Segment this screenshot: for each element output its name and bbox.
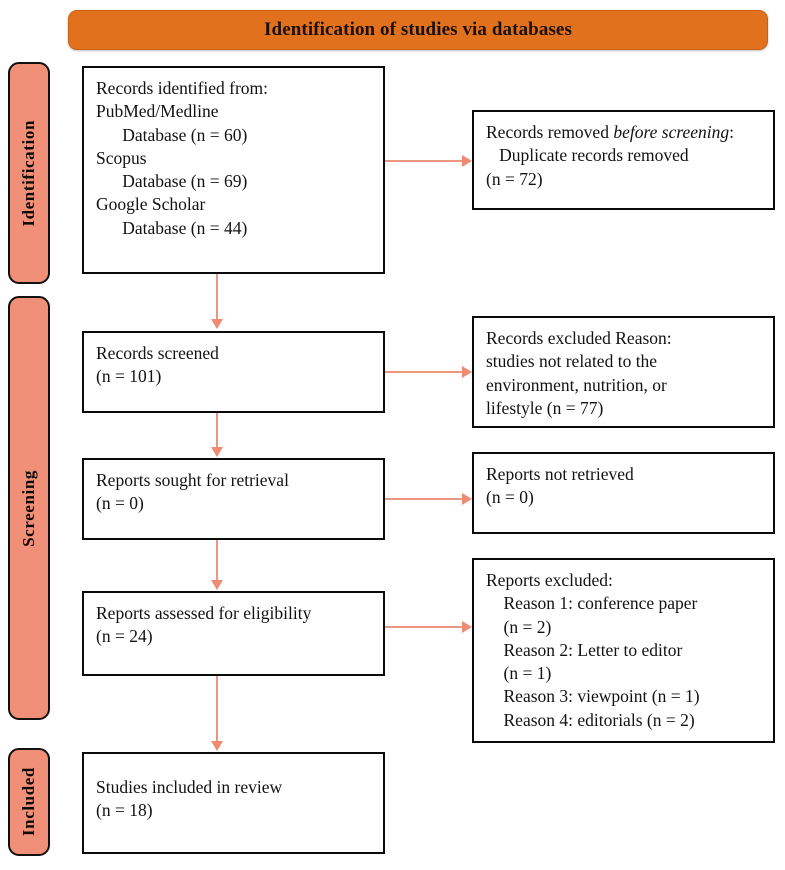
text-line: Studies included in review [96,777,283,797]
text-line: Reason 4: editorials (n = 2) [486,709,695,730]
arrow-shaft [216,676,218,742]
text-line: Database (n = 44) [96,217,248,238]
box-records-screened-text: Records screened (n = 101) [96,342,371,389]
text-line: Reason 2: Letter to editor [486,639,683,660]
text-line: (n = 0) [486,487,534,508]
text-line: Records removed before screening: [486,121,761,144]
box-reports-excluded: Reports excluded: Reason 1: conference p… [472,558,775,743]
arrow-identified-to-screened [210,274,224,329]
text-line: (n = 18) [96,800,153,821]
stage-label-included-text: Included [19,767,38,837]
arrow-identified-to-removed [385,154,472,168]
text-line: Reports sought for retrieval [96,470,289,490]
arrow-shaft [216,274,218,320]
text-line: PubMed/Medline [96,101,219,122]
box-records-removed: Records removed before screening: Duplic… [472,110,775,210]
box-reports-sought: Reports sought for retrieval (n = 0) [82,458,385,540]
text-line: Records identified from: [96,78,269,98]
arrow-head-icon [211,319,223,329]
box-records-removed-text: Records removed before screening: Duplic… [486,121,761,191]
box-studies-included: Studies included in review (n = 18) [82,752,385,854]
box-reports-assessed: Reports assessed for eligibility (n = 24… [82,591,385,676]
arrow-head-icon [462,155,472,167]
text-line: lifestyle (n = 77) [486,397,604,418]
text-line: Reason 1: conference paper [486,593,698,614]
text-line: (n = 24) [96,626,153,647]
text-line: Reports excluded: [486,570,613,590]
arrow-shaft [216,540,218,581]
box-records-excluded: Records excluded Reason: studies not rel… [472,316,775,428]
text-segment: Records removed [486,122,614,142]
arrow-head-icon [211,741,223,751]
arrow-sought-to-not-retrieved [385,492,472,506]
stage-label-included: Included [8,748,50,856]
text-line: (n = 2) [486,616,552,637]
box-records-identified-text: Records identified from: PubMed/Medline … [96,77,371,240]
diagram-title: Identification of studies via databases [264,19,572,40]
text-segment: : [729,122,735,142]
stage-label-screening: Screening [8,296,50,720]
arrow-head-icon [462,366,472,378]
arrow-screened-to-sought [210,413,224,457]
text-line: (n = 1) [486,663,552,684]
arrow-head-icon [462,621,472,633]
diagram-header-banner: Identification of studies via databases [68,10,768,50]
text-line: Google Scholar [96,194,206,215]
text-line: environment, nutrition, or [486,374,667,395]
text-line: Reports assessed for eligibility [96,603,312,623]
text-line: Database (n = 60) [96,124,248,145]
arrow-head-icon [211,447,223,457]
stage-label-screening-text: Screening [19,469,38,547]
text-line: Scopus [96,147,147,168]
stage-label-identification-text: Identification [19,119,38,227]
text-line: studies not related to the [486,351,658,372]
arrow-shaft [385,498,463,500]
text-line: Reports not retrieved [486,464,634,484]
stage-label-identification: Identification [8,62,50,284]
arrow-shaft [385,160,463,162]
box-reports-assessed-text: Reports assessed for eligibility (n = 24… [96,602,371,649]
arrow-sought-to-assessed [210,540,224,590]
text-line: Records excluded Reason: [486,328,672,348]
text-line: (n = 72) [486,168,543,189]
arrow-head-icon [462,493,472,505]
arrow-shaft [385,371,463,373]
arrow-assessed-to-included [210,676,224,751]
arrow-head-icon [211,580,223,590]
box-reports-not-retrieved: Reports not retrieved (n = 0) [472,452,775,534]
text-line: (n = 101) [96,366,162,387]
text-line: Reason 3: viewpoint (n = 1) [486,686,700,707]
box-studies-included-text: Studies included in review (n = 18) [96,776,371,823]
text-segment-italic: before screening [613,122,730,142]
text-line: Duplicate records removed [486,145,689,166]
box-records-identified: Records identified from: PubMed/Medline … [82,66,385,274]
text-line: Records screened [96,343,219,363]
arrow-screened-to-excluded [385,365,472,379]
arrow-shaft [385,626,463,628]
box-records-screened: Records screened (n = 101) [82,331,385,413]
box-records-excluded-text: Records excluded Reason: studies not rel… [486,327,761,420]
box-reports-excluded-text: Reports excluded: Reason 1: conference p… [486,569,761,732]
box-reports-not-retrieved-text: Reports not retrieved (n = 0) [486,463,761,510]
text-line: Database (n = 69) [96,171,248,192]
arrow-assessed-to-reports-excluded [385,620,472,634]
box-reports-sought-text: Reports sought for retrieval (n = 0) [96,469,371,516]
text-line: (n = 0) [96,493,144,514]
arrow-shaft [216,413,218,448]
